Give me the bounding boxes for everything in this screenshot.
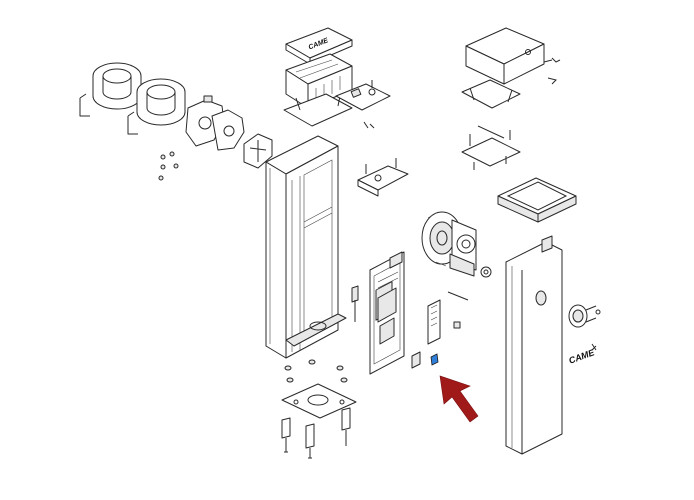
foundation-plate [281, 383, 357, 419]
top-cover [465, 27, 545, 85]
blue-component [430, 353, 439, 366]
spring-ring-2 [136, 78, 186, 126]
cabinet-side-bolt [351, 285, 359, 322]
limit-switch-block [427, 299, 441, 345]
electronic-board-top [335, 80, 391, 111]
key-lock [568, 304, 601, 328]
cover-lock-parts [543, 57, 561, 85]
post-top-frame [497, 177, 577, 223]
anchor-bolts [281, 407, 351, 459]
gearmotor [421, 211, 477, 277]
post-cover [505, 241, 563, 455]
cross-bracket [243, 133, 273, 169]
highlighted-component [430, 353, 439, 366]
small-screws-top [363, 121, 375, 129]
small-terminal [411, 351, 421, 369]
indicator-arrow [439, 375, 479, 423]
spring-lever-assembly [185, 95, 245, 151]
control-board [369, 251, 405, 375]
fixing-screws-left [158, 151, 179, 181]
cover-support-bracket [461, 125, 521, 170]
post-cover-logo-group: CAME [567, 343, 597, 366]
gear-wheel [480, 266, 492, 278]
spring-ring-1 [92, 62, 142, 110]
motor-mounting-bracket [357, 158, 409, 197]
spring-brackets [79, 93, 138, 135]
small-pin [447, 291, 469, 329]
balancing-springs [79, 62, 186, 135]
post-cover-bracket [541, 235, 553, 253]
cover-mounting-plate [461, 79, 521, 109]
foundation-washers [284, 359, 348, 383]
cabinet-frame [265, 135, 347, 359]
